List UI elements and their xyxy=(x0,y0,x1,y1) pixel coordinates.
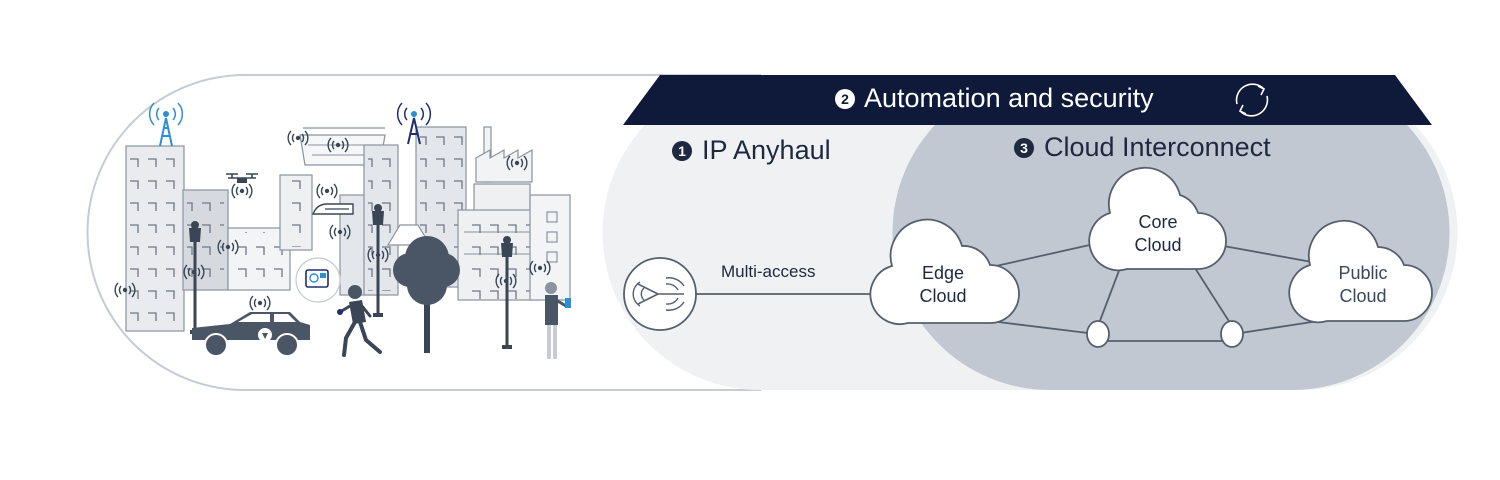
core-cloud-shape xyxy=(1088,167,1227,272)
banner-number: 2 xyxy=(835,89,855,109)
core-cloud-line1: Core xyxy=(1138,212,1178,232)
antenna-tower-icon xyxy=(396,102,432,145)
anyhaul-number: 1 xyxy=(672,141,692,161)
edge-cloud-line2: Cloud xyxy=(919,286,967,306)
core-cloud-label: Core Cloud xyxy=(1119,211,1197,257)
runner-icon xyxy=(337,285,382,357)
network-links xyxy=(696,241,1326,342)
person-phone-icon xyxy=(545,282,571,359)
node-public-link xyxy=(1233,319,1326,335)
multi-access-label: Multi-access xyxy=(721,262,816,281)
factory-icon xyxy=(475,126,533,183)
cloud-interconnect-title: Cloud Interconnect xyxy=(1044,132,1271,162)
public-cloud-line1: Public xyxy=(1338,263,1388,283)
edge-cloud-shape xyxy=(869,218,1020,325)
edge-cloud-label: Edge Cloud xyxy=(904,262,982,308)
city-illustration xyxy=(114,102,571,359)
core-node-link xyxy=(1194,267,1233,327)
core-public-link xyxy=(1217,244,1313,263)
router-icon xyxy=(623,257,697,331)
automation-banner xyxy=(623,75,1432,125)
tree-icon xyxy=(393,236,460,353)
drone-icon xyxy=(226,173,258,183)
edge-node-link xyxy=(997,321,1097,335)
anyhaul-title: IP Anyhaul xyxy=(702,135,831,165)
train-icon xyxy=(311,203,354,215)
public-cloud-line2: Cloud xyxy=(1339,286,1387,306)
public-cloud-shape xyxy=(1288,219,1433,324)
banner-title: Automation and security xyxy=(864,83,1154,113)
public-cloud-label: Public Cloud xyxy=(1324,262,1402,308)
core-node-link xyxy=(1097,267,1121,327)
antenna-tower-icon xyxy=(148,102,184,147)
network-node xyxy=(1086,320,1110,348)
refresh-cycle-icon xyxy=(1235,83,1269,117)
car-icon xyxy=(192,312,310,357)
building-icon xyxy=(125,145,185,332)
edge-core-link xyxy=(986,241,1104,269)
edge-cloud-line1: Edge xyxy=(921,263,965,283)
cloud-interconnect-number: 3 xyxy=(1014,138,1034,158)
core-cloud-line2: Cloud xyxy=(1134,235,1182,255)
camera-icon xyxy=(295,257,341,303)
network-node xyxy=(1220,320,1244,348)
